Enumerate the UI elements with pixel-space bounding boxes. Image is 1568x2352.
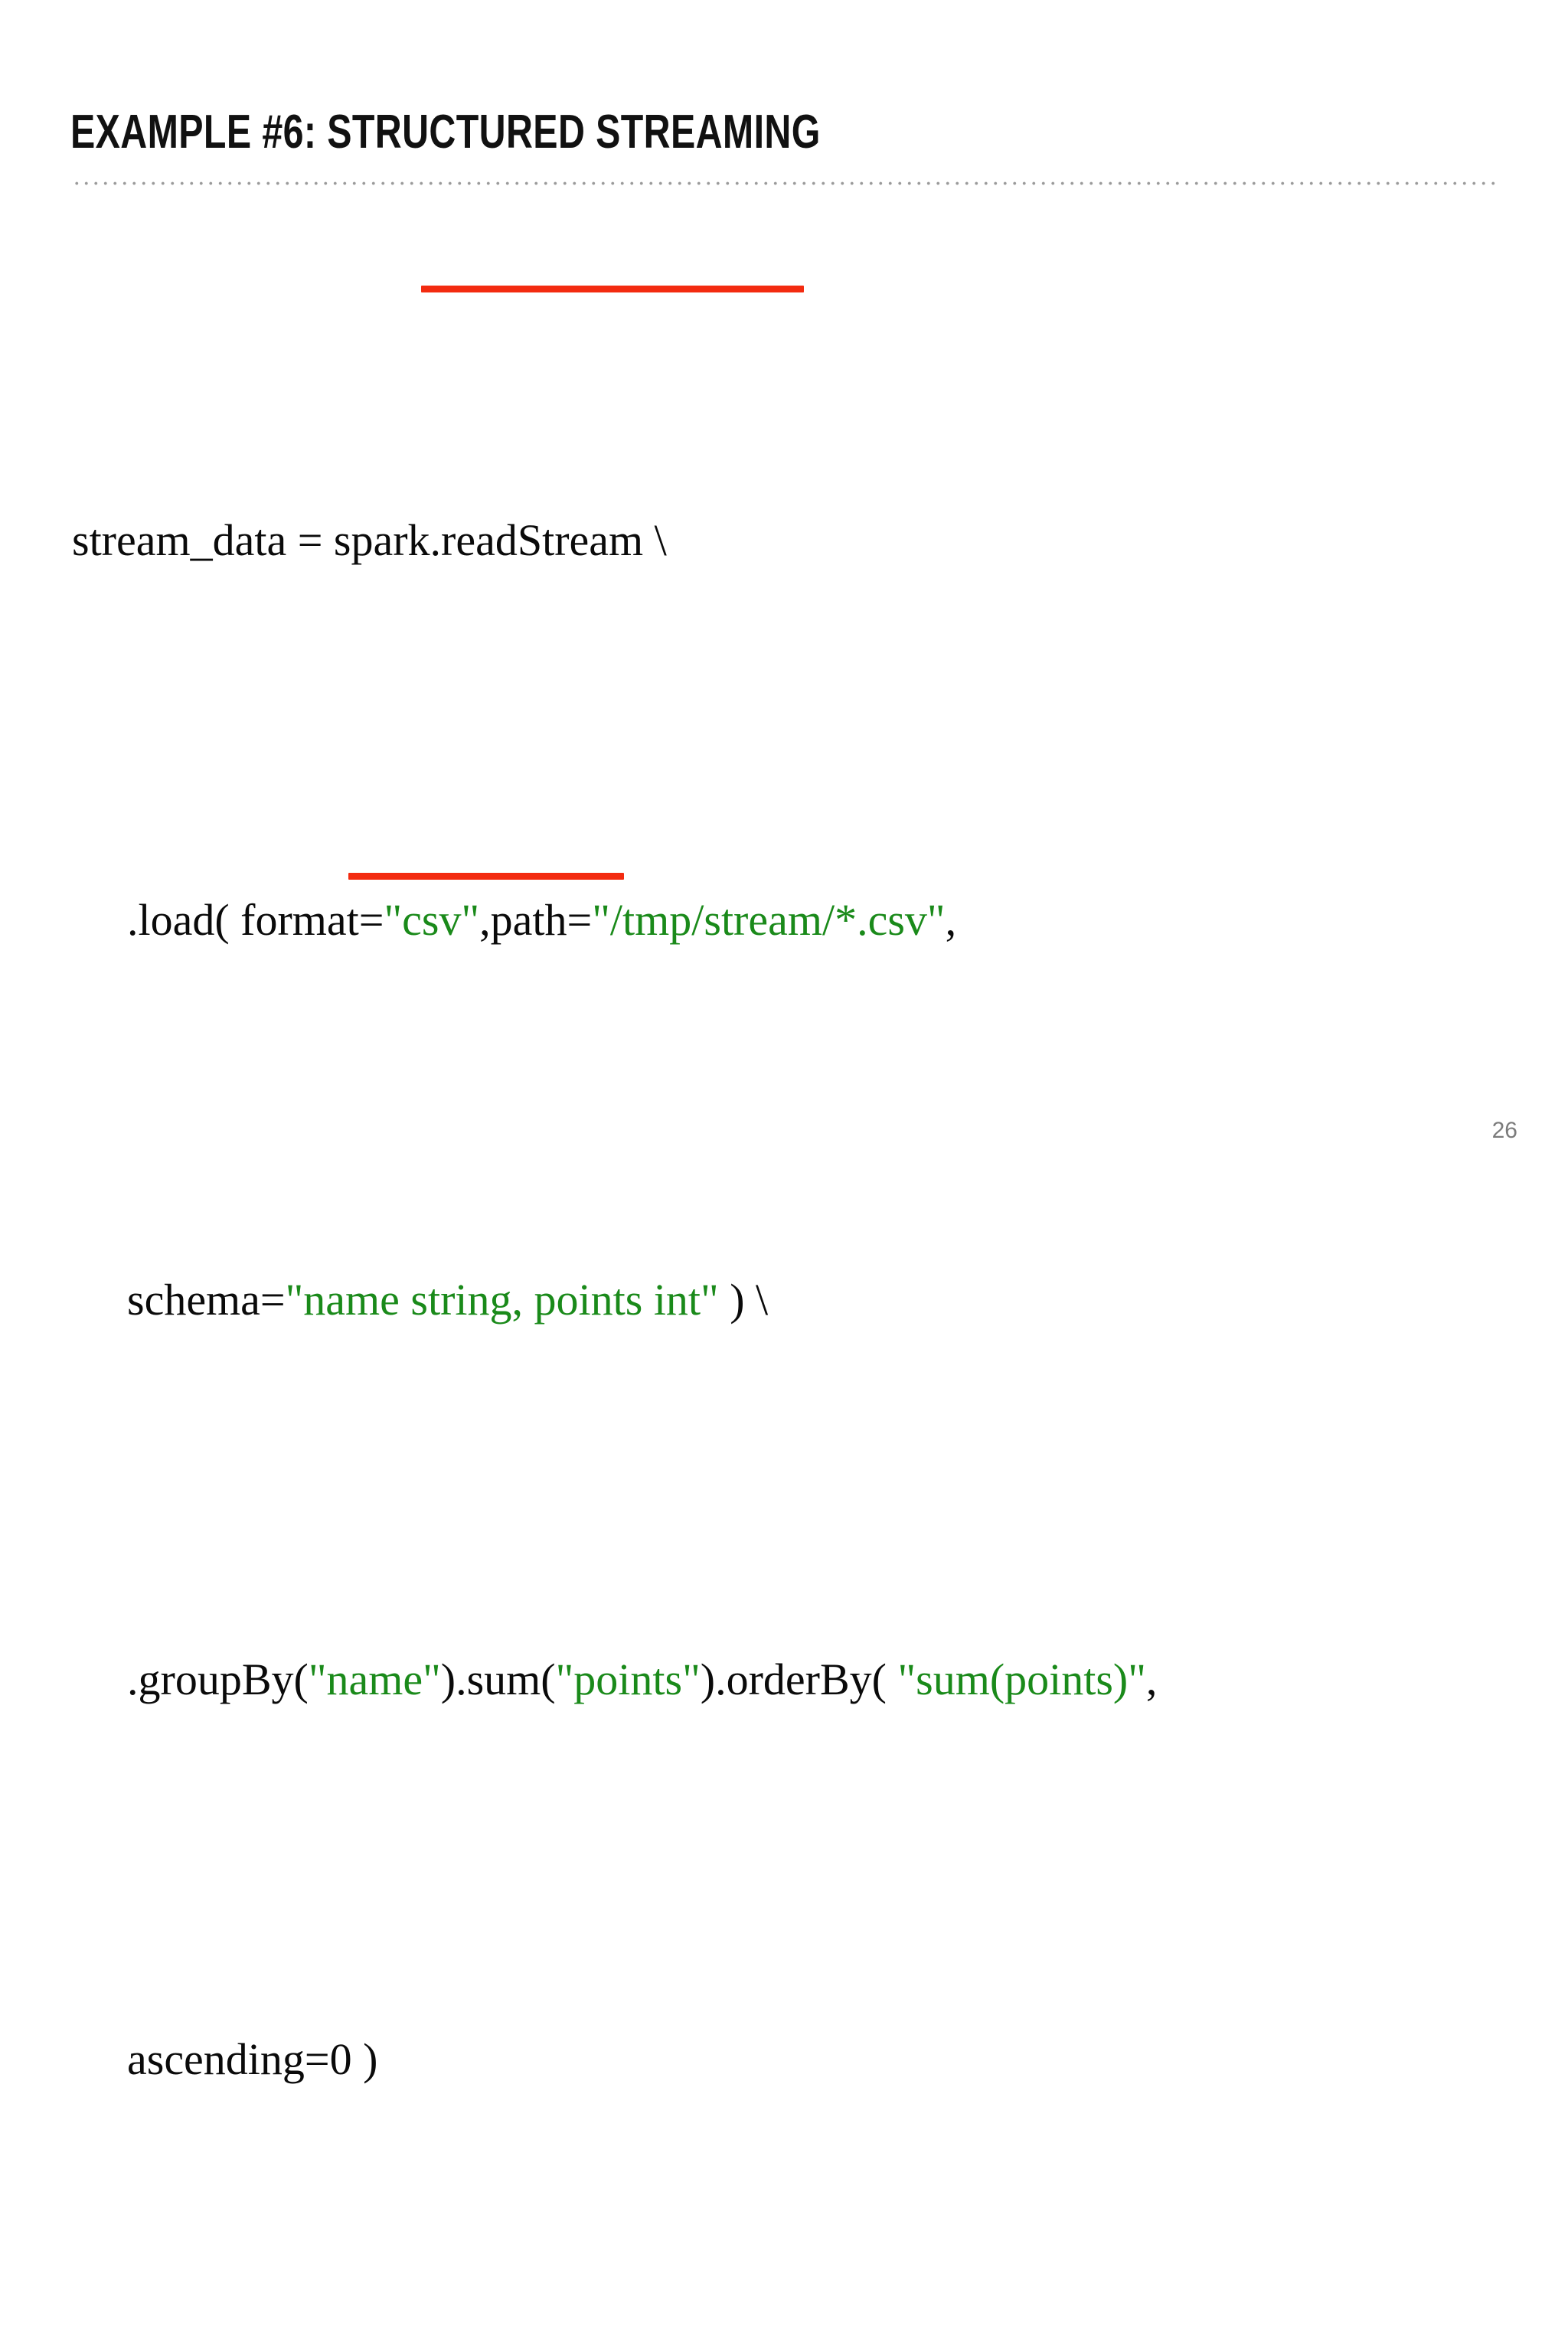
code-listing: stream_data = spark.readStream \ .load( … (72, 208, 1511, 2352)
code-line-4: .groupBy("name").sum("points").orderBy( … (72, 1632, 1511, 1727)
code-string: "sum(points)" (897, 1655, 1146, 1704)
code-token: ascending=0 ) (127, 2034, 378, 2084)
code-token: ).sum( (440, 1655, 556, 1704)
code-line-5: ascending=0 ) (72, 2012, 1511, 2107)
page-title: Example #6: Structured Streaming (70, 105, 821, 158)
code-token: ) \ (718, 1275, 769, 1325)
code-string: "/tmp/stream/*.csv" (592, 895, 946, 945)
page-number: 26 (1491, 1118, 1517, 1143)
code-token: , (1145, 1655, 1158, 1704)
slide-canvas: Example #6: Structured Streaming stream_… (70, 105, 1517, 2084)
code-line-3: schema="name string, points int" ) \ (72, 1253, 1511, 1348)
code-token: .groupBy( (127, 1655, 309, 1704)
highlight-underline-readstream (421, 286, 804, 292)
code-string: "name string, points int" (285, 1275, 719, 1325)
code-string: "points" (555, 1655, 701, 1704)
code-token: schema= (127, 1275, 286, 1325)
code-line-2: .load( format="csv",path="/tmp/stream/*.… (72, 873, 1511, 968)
code-token: , (945, 895, 957, 945)
title-divider (72, 181, 1498, 186)
highlight-underline-writestream (348, 873, 624, 880)
code-token: .load( format= (127, 895, 384, 945)
code-line-1: stream_data = spark.readStream \ (72, 493, 1511, 588)
code-token: ,path= (479, 895, 593, 945)
code-string: "name" (308, 1655, 441, 1704)
code-token: stream_data = spark.readStream \ (72, 515, 667, 565)
code-token: ).orderBy( (700, 1655, 898, 1704)
code-string: "csv" (384, 895, 480, 945)
